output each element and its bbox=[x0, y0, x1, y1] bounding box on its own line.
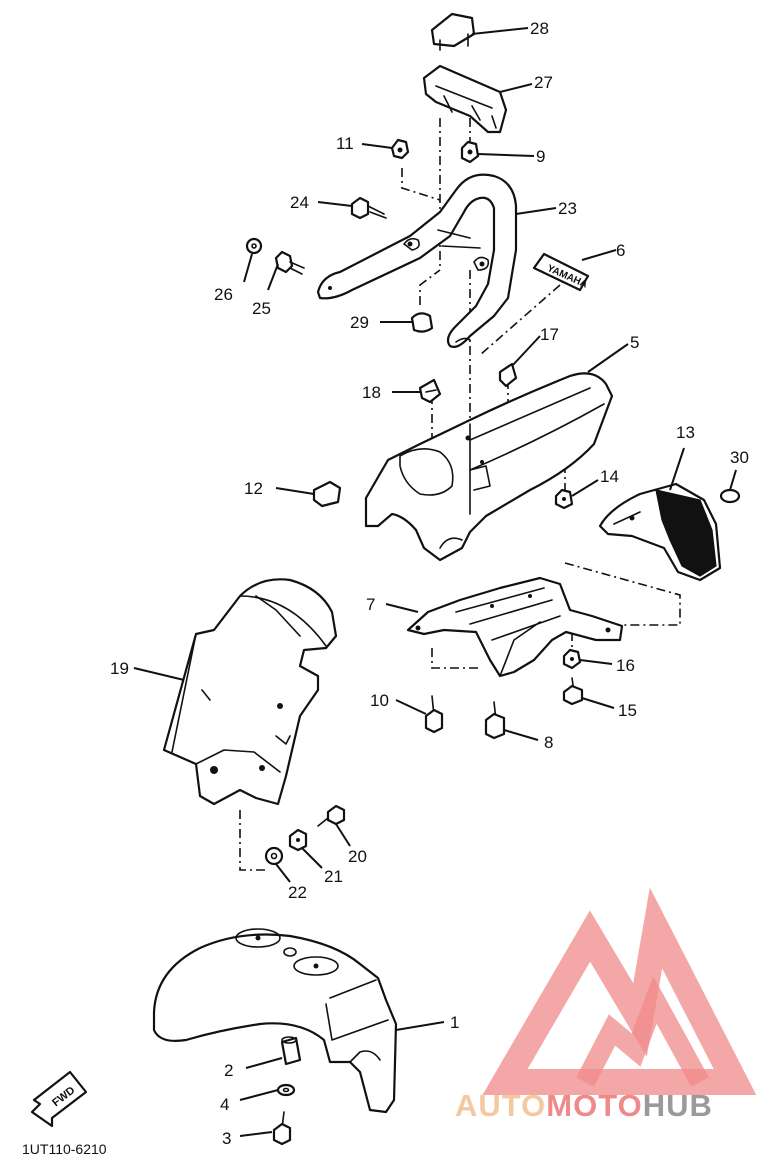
part-22-washer bbox=[264, 846, 284, 866]
callout-5: 5 bbox=[630, 333, 639, 352]
callout-18: 18 bbox=[362, 383, 381, 402]
callout-16: 16 bbox=[616, 656, 635, 675]
callout-14: 14 bbox=[600, 467, 619, 486]
part-10-bolt bbox=[424, 695, 444, 734]
callout-13: 13 bbox=[676, 423, 695, 442]
callout-19: 19 bbox=[110, 659, 129, 678]
part-23-carrier bbox=[316, 173, 518, 348]
watermark-logo: AUTOMOTOHUB bbox=[455, 887, 757, 1123]
callout-24: 24 bbox=[290, 193, 309, 212]
callout-3: 3 bbox=[222, 1129, 231, 1148]
callout-25: 25 bbox=[252, 299, 271, 318]
watermark-auto: AUTO bbox=[455, 1088, 546, 1123]
callouts: 28 27 11 9 24 23 6 26 25 29 17 5 18 13 3… bbox=[110, 19, 749, 1148]
callout-9: 9 bbox=[536, 147, 545, 166]
part-15-bolt bbox=[562, 677, 584, 706]
assembly-lines bbox=[239, 118, 681, 871]
part-19-mudguard bbox=[162, 578, 338, 806]
callout-27: 27 bbox=[534, 73, 553, 92]
part-12-reflector bbox=[312, 480, 342, 508]
part-18-clip bbox=[418, 378, 442, 404]
part-21-nut bbox=[288, 828, 308, 852]
watermark-triangle-icon bbox=[482, 887, 757, 1095]
part-4-washer bbox=[276, 1083, 296, 1097]
callout-21: 21 bbox=[324, 867, 343, 886]
part-24-bolt bbox=[350, 196, 387, 220]
callout-7: 7 bbox=[366, 595, 375, 614]
callout-29: 29 bbox=[350, 313, 369, 332]
callout-8: 8 bbox=[544, 733, 553, 752]
part-3-bolt bbox=[272, 1111, 292, 1146]
leader-lines bbox=[133, 27, 737, 1137]
part-26-washer bbox=[245, 237, 263, 255]
part-27-bracket bbox=[422, 64, 508, 134]
callout-23: 23 bbox=[558, 199, 577, 218]
part-25-bolt bbox=[274, 250, 305, 275]
part-20-bolt bbox=[317, 804, 346, 827]
callout-28: 28 bbox=[530, 19, 549, 38]
part-6-decal: YAMAHA bbox=[532, 252, 590, 292]
watermark-inner-mark-icon bbox=[576, 976, 709, 1087]
callout-22: 22 bbox=[288, 883, 307, 902]
callout-11: 11 bbox=[336, 134, 354, 153]
part-29-grommet bbox=[410, 312, 434, 333]
svg-text:AUTOMOTOHUB: AUTOMOTOHUB bbox=[455, 1088, 713, 1123]
callout-12: 12 bbox=[244, 479, 263, 498]
callout-4: 4 bbox=[220, 1095, 229, 1114]
part-13-taillight bbox=[598, 447, 722, 582]
fwd-arrow-icon: FWD bbox=[30, 1070, 88, 1128]
part-28-clamp bbox=[430, 12, 476, 51]
callout-20: 20 bbox=[348, 847, 367, 866]
part-5-rear-fender bbox=[364, 372, 614, 562]
callout-15: 15 bbox=[618, 701, 637, 720]
callout-6: 6 bbox=[616, 241, 625, 260]
callout-10: 10 bbox=[370, 691, 389, 710]
part-1-front-fender bbox=[152, 928, 398, 1114]
part-30-oring bbox=[719, 488, 741, 504]
watermark-hub: HUB bbox=[643, 1088, 713, 1123]
part-11-nut bbox=[390, 138, 410, 160]
part-14-nut bbox=[554, 488, 574, 510]
callout-30: 30 bbox=[730, 448, 749, 467]
part-17-clip bbox=[498, 362, 518, 388]
part-2-collar bbox=[280, 1036, 302, 1066]
callout-26: 26 bbox=[214, 285, 233, 304]
callout-2: 2 bbox=[224, 1061, 233, 1080]
part-16-nut bbox=[562, 648, 582, 670]
part-7-inner-fender bbox=[406, 576, 624, 678]
drawing-code: 1UT110-6210 bbox=[22, 1141, 107, 1157]
watermark-moto: MOTO bbox=[546, 1088, 642, 1123]
part-9-nut bbox=[460, 140, 480, 164]
callout-1: 1 bbox=[450, 1013, 459, 1032]
callout-17: 17 bbox=[540, 325, 559, 344]
part-8-bolt bbox=[484, 701, 506, 740]
